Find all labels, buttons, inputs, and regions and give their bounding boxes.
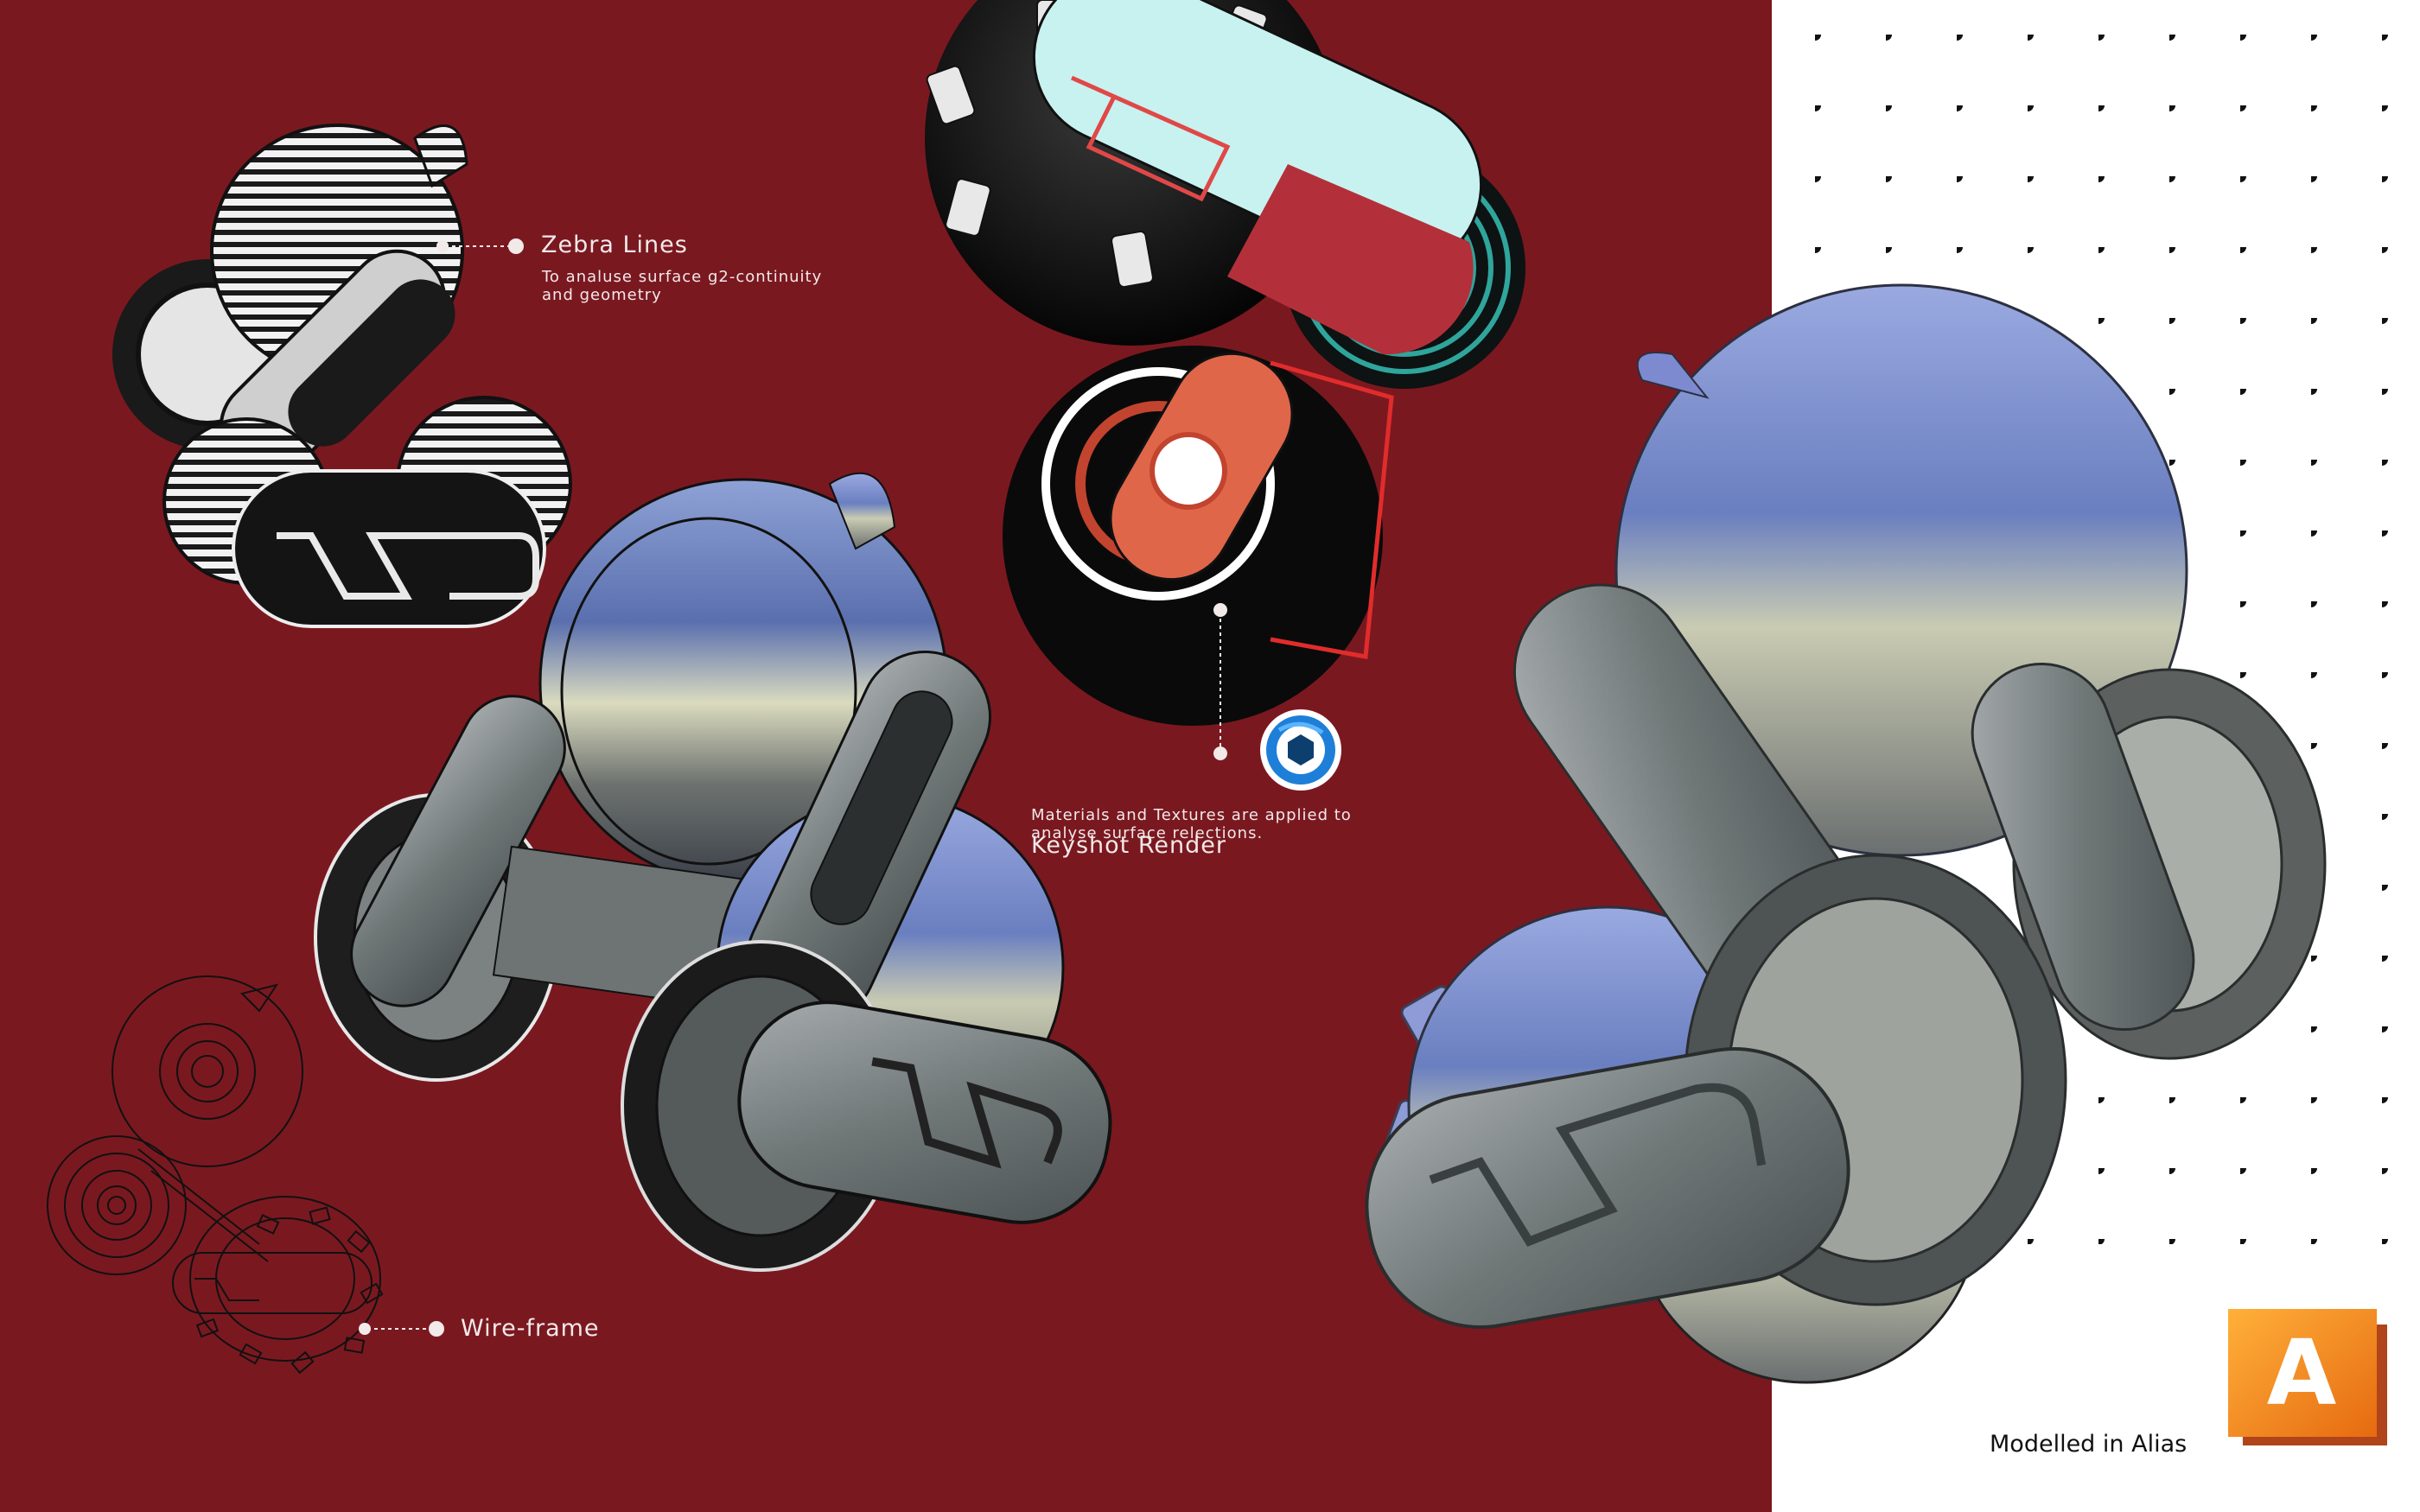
alias-logo-icon [2228, 1309, 2387, 1445]
alias-render-model [1365, 283, 2327, 1384]
wireframe-model [47, 975, 384, 1375]
zebra-lines-title: Zebra Lines [541, 232, 688, 258]
wireframe-title: Wire-frame [461, 1315, 600, 1342]
alias-logo-letter: A [2266, 1320, 2337, 1426]
cad-render-model [314, 472, 1112, 1272]
keyshot-render-model [925, 0, 1525, 726]
keyshot-description: Materials and Textures are applied to an… [1031, 806, 1352, 842]
zebra-lines-model [112, 124, 572, 628]
callout-dots [359, 238, 1227, 1337]
callout-lines [367, 245, 1221, 1330]
keyshot-logo-icon [1260, 709, 1341, 791]
modelled-in-alias-credit: Modelled in Alias [1990, 1431, 2188, 1458]
zebra-lines-description: To analuse surface g2-continuity and geo… [542, 268, 823, 304]
keyshot-render-title: Keyshot Render [1031, 832, 1226, 859]
